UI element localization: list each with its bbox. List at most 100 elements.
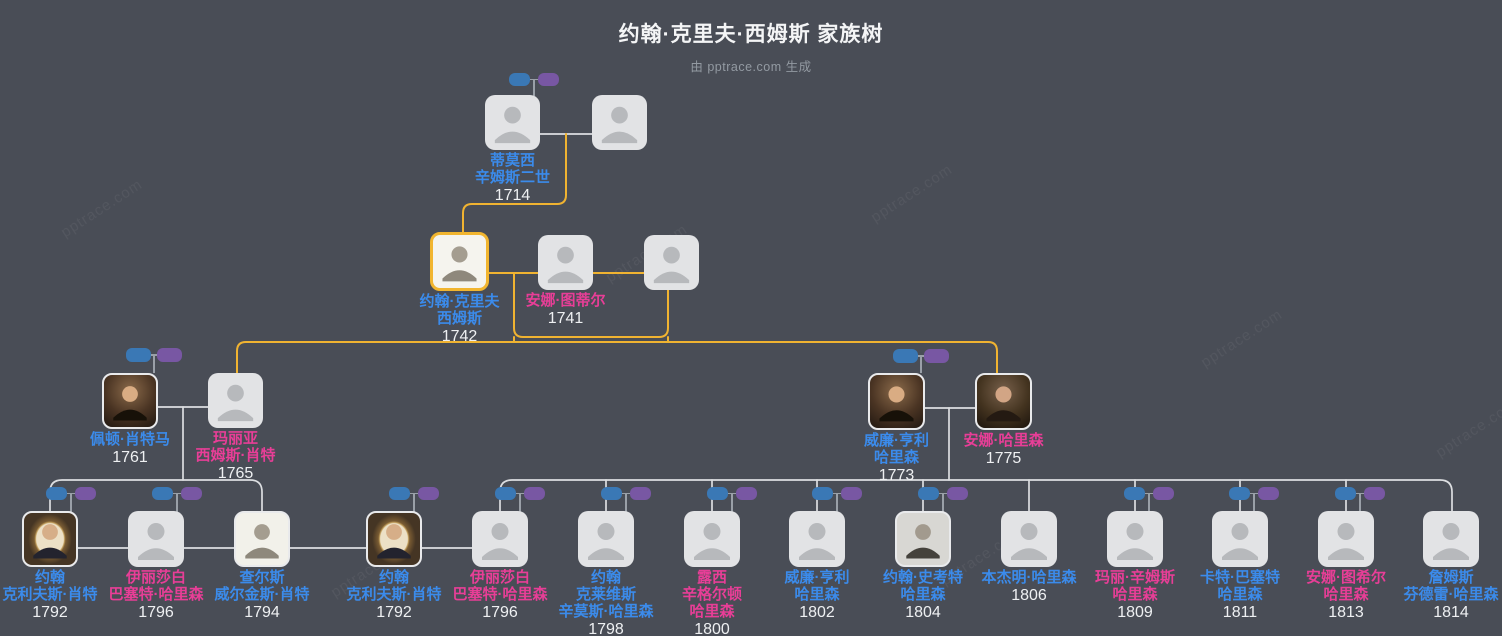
person-name: 辛莫斯·哈里森 xyxy=(558,603,654,620)
person-card-mary-symmes-harrison[interactable] xyxy=(1107,511,1163,567)
person-silhouette-icon xyxy=(906,524,940,559)
female-ancestor-pill[interactable] xyxy=(181,487,202,500)
male-ancestor-pill[interactable] xyxy=(46,487,67,500)
female-ancestor-pill[interactable] xyxy=(538,73,559,86)
person-silhouette-icon xyxy=(1433,523,1469,560)
male-ancestor-pill[interactable] xyxy=(707,487,728,500)
collapsed-parents-pills[interactable] xyxy=(46,487,96,512)
pill-connector-line xyxy=(916,355,926,357)
person-card-william-henry-harrison[interactable] xyxy=(868,373,925,430)
collapsed-parents-pills[interactable] xyxy=(495,487,545,512)
male-ancestor-pill[interactable] xyxy=(893,349,918,363)
person-birth-year: 1811 xyxy=(1222,604,1258,621)
male-ancestor-pill[interactable] xyxy=(152,487,173,500)
female-ancestor-pill[interactable] xyxy=(736,487,757,500)
person-name: 克利夫斯·肖特 xyxy=(2,586,98,603)
collapsed-parents-pills[interactable] xyxy=(918,487,968,512)
collapsed-parents-pills[interactable] xyxy=(152,487,202,512)
person-birth-year: 1792 xyxy=(32,604,68,621)
female-ancestor-pill[interactable] xyxy=(841,487,862,500)
pill-drop-line xyxy=(153,355,155,373)
person-name: 哈里森 xyxy=(794,586,840,603)
collapsed-parents-pills[interactable] xyxy=(126,348,182,373)
person-card-carter-bassett-harrison[interactable] xyxy=(1212,511,1268,567)
collapsed-parents-pills[interactable] xyxy=(707,487,757,512)
person-card-lucy-singleton-harrison[interactable] xyxy=(684,511,740,567)
person-name: 约翰·克里夫 xyxy=(419,293,500,310)
female-ancestor-pill[interactable] xyxy=(157,348,182,362)
collapsed-parents-pills[interactable] xyxy=(1335,487,1385,512)
person-name: 安娜·图希尔 xyxy=(1306,569,1386,586)
pill-connector-line xyxy=(620,492,632,495)
person-card-anna-harrison[interactable] xyxy=(975,373,1032,430)
female-ancestor-pill[interactable] xyxy=(418,487,439,500)
person-silhouette-icon xyxy=(1117,523,1153,560)
female-ancestor-pill[interactable] xyxy=(1153,487,1174,500)
person-name: 哈里森 xyxy=(689,603,735,620)
collapsed-parents-pills[interactable] xyxy=(1229,487,1279,512)
collapsed-parents-pills[interactable] xyxy=(509,73,559,96)
person-card-anna-tuthill-harrison[interactable] xyxy=(1318,511,1374,567)
collapsed-parents-pills[interactable] xyxy=(389,487,439,512)
person-card-peyton-short[interactable] xyxy=(102,373,158,429)
person-name: 哈里森 xyxy=(900,586,946,603)
person-card-second-spouse-of-john[interactable] xyxy=(644,235,699,290)
male-ancestor-pill[interactable] xyxy=(812,487,833,500)
person-name: 西姆斯·肖特 xyxy=(195,447,276,464)
female-ancestor-pill[interactable] xyxy=(924,349,949,363)
male-ancestor-pill[interactable] xyxy=(389,487,410,500)
person-card-john-scott-harrison[interactable] xyxy=(895,511,951,567)
female-ancestor-pill[interactable] xyxy=(1364,487,1385,500)
person-card-john-cleves-short-2[interactable] xyxy=(366,511,422,567)
female-ancestor-pill[interactable] xyxy=(75,487,96,500)
person-card-william-henry-harrison-jr[interactable] xyxy=(789,511,845,567)
person-card-anna-tuthill[interactable] xyxy=(538,235,593,290)
person-card-james-findlay-harrison[interactable] xyxy=(1423,511,1479,567)
collapsed-parents-pills[interactable] xyxy=(1124,487,1174,512)
pill-drop-line xyxy=(625,493,627,512)
person-card-benjamin-harrison[interactable] xyxy=(1001,511,1057,567)
male-ancestor-pill[interactable] xyxy=(918,487,939,500)
female-ancestor-pill[interactable] xyxy=(1258,487,1279,500)
male-ancestor-pill[interactable] xyxy=(601,487,622,500)
person-card-elizabeth-bassett-harrison-1[interactable] xyxy=(128,511,184,567)
pill-drop-line xyxy=(176,493,178,512)
person-name: 威廉·亨利 xyxy=(784,569,850,586)
person-card-john-cleves-symmes[interactable] xyxy=(430,232,489,291)
male-ancestor-pill[interactable] xyxy=(1229,487,1250,500)
pill-drop-line xyxy=(942,493,944,512)
person-card-spouse-of-timothy[interactable] xyxy=(592,95,647,150)
male-ancestor-pill[interactable] xyxy=(495,487,516,500)
male-ancestor-pill[interactable] xyxy=(509,73,530,86)
collapsed-parents-pills[interactable] xyxy=(601,487,651,512)
male-ancestor-pill[interactable] xyxy=(126,348,151,362)
pill-connector-line xyxy=(1248,492,1260,495)
person-card-timothy-symmes-ii[interactable] xyxy=(485,95,540,150)
person-card-charles-wilkins-short[interactable] xyxy=(234,511,290,567)
person-card-john-cleves-short-1[interactable] xyxy=(22,511,78,567)
person-silhouette-icon xyxy=(482,523,518,560)
male-ancestor-pill[interactable] xyxy=(1335,487,1356,500)
female-ancestor-pill[interactable] xyxy=(630,487,651,500)
female-ancestor-pill[interactable] xyxy=(947,487,968,500)
collapsed-parents-pills[interactable] xyxy=(812,487,862,512)
person-name: 玛丽·辛姆斯 xyxy=(1095,569,1175,586)
person-birth-year: 1765 xyxy=(217,465,254,482)
person-birth-year: 1796 xyxy=(482,604,518,621)
lineage-connectors-yellow xyxy=(236,133,998,374)
collapsed-parents-pills[interactable] xyxy=(893,349,949,373)
person-card-john-cleves-symmes-harrison[interactable] xyxy=(578,511,634,567)
female-ancestor-pill[interactable] xyxy=(524,487,545,500)
person-name: 芬德雷·哈里森 xyxy=(1403,586,1499,603)
person-card-elizabeth-bassett-harrison-2[interactable] xyxy=(472,511,528,567)
person-card-maria-symmes-short[interactable] xyxy=(208,373,263,428)
male-ancestor-pill[interactable] xyxy=(1124,487,1145,500)
